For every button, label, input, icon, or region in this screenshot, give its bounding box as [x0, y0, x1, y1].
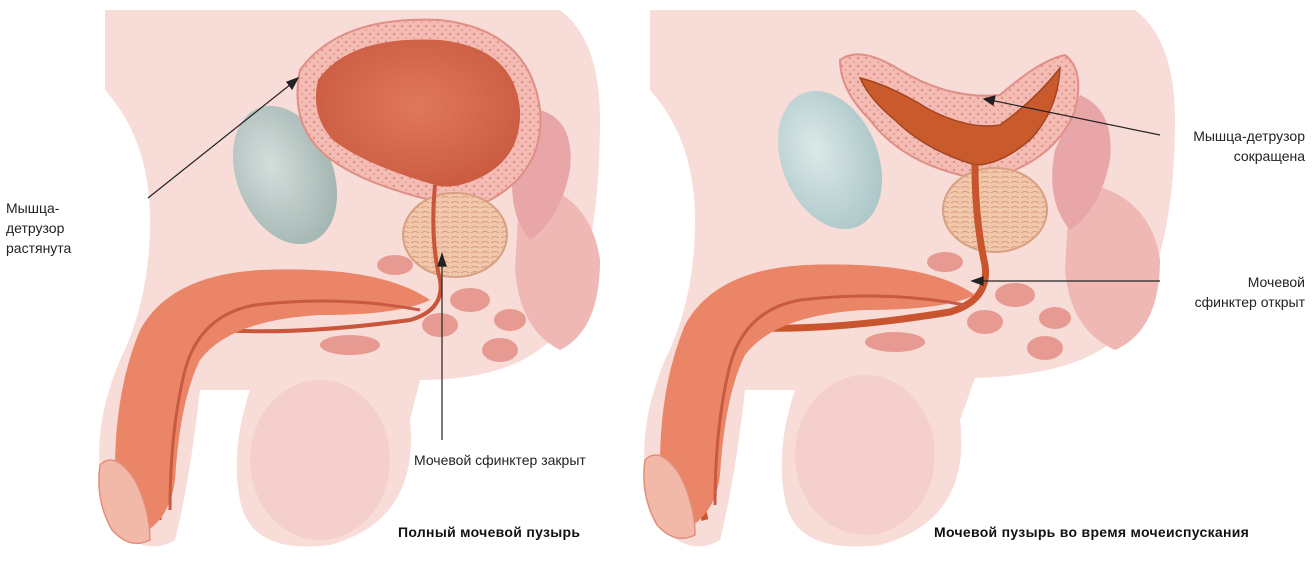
right-sphincter-line-2: сфинктер открыт: [1195, 292, 1305, 312]
left-prostate: [403, 193, 507, 277]
left-detrusor-line-2: детрузор: [6, 218, 71, 238]
right-sphincter-label: Мочевой сфинктер открыт: [1195, 272, 1305, 312]
left-detrusor-line-1: Мышца-: [6, 198, 71, 218]
right-caption: Мочевой пузырь во время мочеиспускания: [934, 524, 1249, 540]
right-sphincter-line-1: Мочевой: [1195, 272, 1305, 292]
right-panel-figure: [644, 10, 1175, 547]
left-sphincter-label: Мочевой сфинктер закрыт: [414, 450, 586, 470]
left-detrusor-line-3: растянута: [6, 238, 71, 258]
right-testis: [795, 375, 935, 535]
left-detrusor-label: Мышца- детрузор растянута: [6, 198, 71, 258]
right-detrusor-label: Мышца-детрузор сокращена: [1193, 126, 1305, 166]
left-caption: Полный мочевой пузырь: [398, 524, 580, 540]
left-testis: [250, 380, 390, 540]
right-detrusor-line-1: Мышца-детрузор: [1193, 126, 1305, 146]
right-prostate: [943, 168, 1047, 252]
right-detrusor-line-2: сокращена: [1193, 146, 1305, 166]
